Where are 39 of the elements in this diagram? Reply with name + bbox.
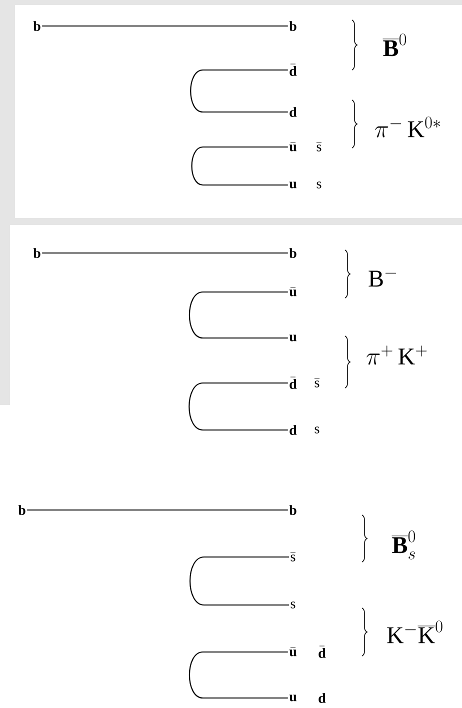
quark-label: $\mathbf{b}$ (33, 21, 40, 31)
quark-label: $\mathbf{d}$ (290, 425, 297, 435)
quark-label: $\bar{\mathbf{u}}$ (289, 287, 297, 296)
quark-label: $\bar{\mathbf{d}}$ (290, 64, 297, 76)
quark-label: $\mathrm{s}$ (314, 426, 320, 434)
quark-label: $\mathbf{u}$ (289, 694, 297, 702)
quark-label: $\bar{\mathrm{s}}$ (314, 378, 320, 388)
quark-loop (188, 291, 288, 339)
quark-line (27, 509, 288, 511)
quark-loop (188, 382, 288, 431)
quark-label: $\mathrm{s}$ (316, 182, 322, 188)
quark-label: $\bar{\mathrm{s}}$ (290, 552, 296, 562)
quark-loop (188, 651, 288, 699)
quark-label: $\mathbf{d}$ (290, 107, 297, 117)
quark-line (42, 25, 288, 27)
quark-label: $\mathbf{b}$ (289, 505, 296, 515)
meson-label: $\mathrm{B}^-$ (368, 270, 396, 287)
meson-label: $\overline{\mathbf{B}}^0$ (382, 34, 406, 56)
quark-label: $\mathbf{u}$ (289, 182, 297, 188)
quark-label: $\mathrm{s}$ (290, 602, 296, 608)
quark-label: $\bar{\mathrm{s}}$ (316, 142, 322, 152)
quark-label: $\bar{\mathbf{d}}$ (290, 376, 297, 389)
quark-label: $\mathbf{d}$ (318, 693, 326, 703)
quark-loop (191, 146, 288, 186)
quark-label: $\mathbf{u}$ (289, 334, 297, 342)
quark-label: $\mathbf{b}$ (18, 505, 26, 515)
meson-label: $\pi^+\,\mathrm{K}^+$ (366, 346, 427, 365)
quark-label: $\mathbf{b}$ (289, 248, 296, 258)
quark-label: $\bar{\mathbf{u}}$ (289, 142, 297, 152)
quark-label: $\bar{\mathbf{u}}$ (289, 647, 297, 656)
quark-label: $\mathbf{b}$ (33, 248, 40, 258)
meson-label: $\mathrm{K}^-\overline{\mathrm{K}}^0$ (387, 620, 442, 644)
quark-label: $\bar{\mathbf{d}}$ (318, 646, 326, 658)
quark-loop (190, 556, 290, 606)
quark-loop (190, 69, 288, 113)
meson-label: $\overline{\mathbf{B}}^0_s$ (392, 530, 416, 560)
quark-label: $\mathbf{b}$ (289, 21, 296, 31)
meson-label: $\pi^-\,\mathrm{K}^{0*}$ (375, 116, 440, 138)
quark-line (42, 252, 288, 254)
